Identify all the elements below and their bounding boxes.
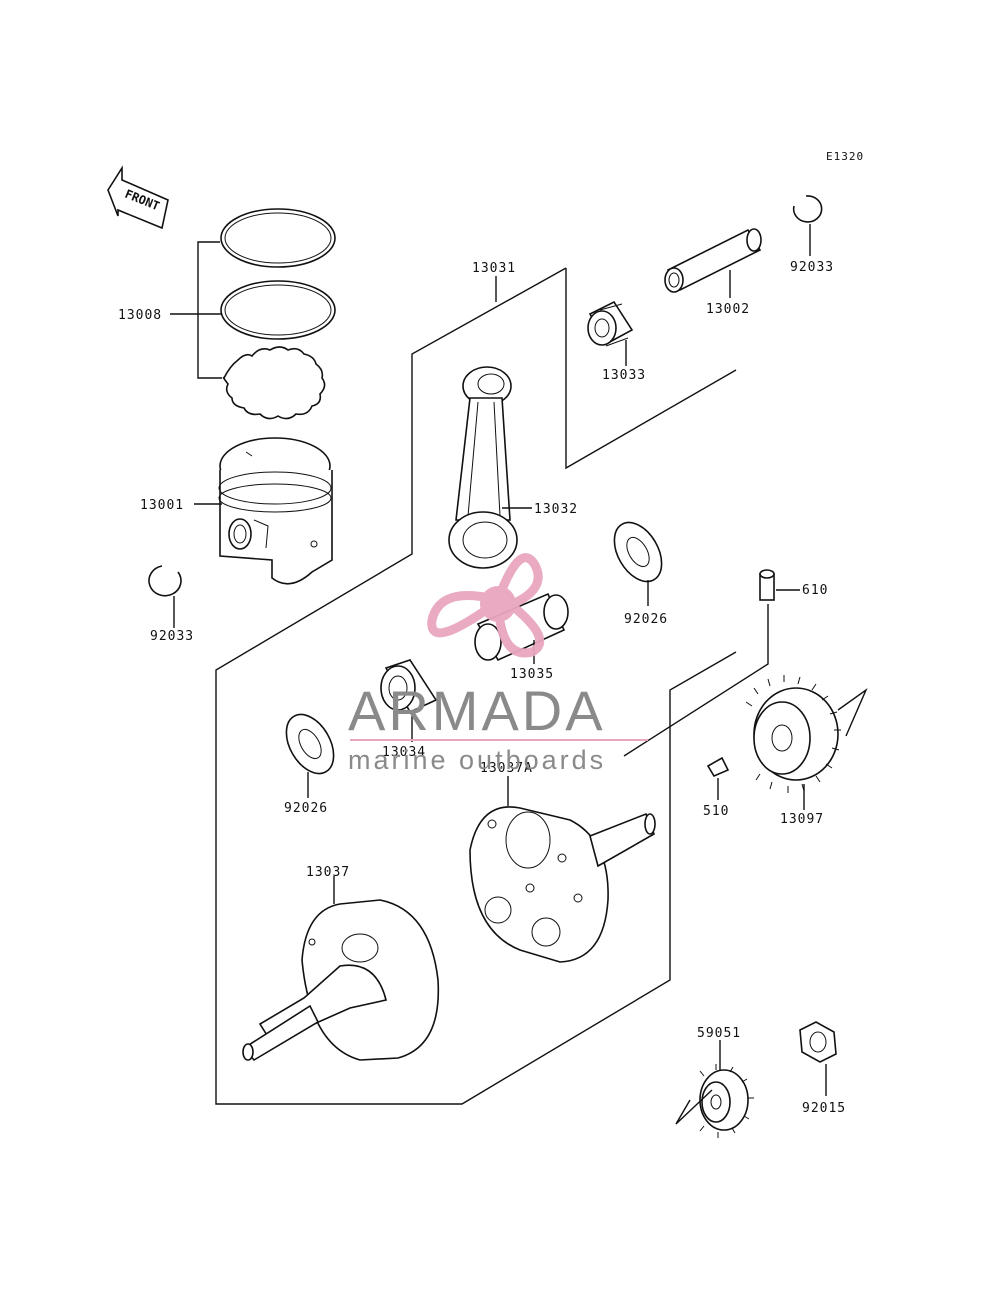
- crank-nut: [799, 1021, 837, 1063]
- label-13031: 13031: [472, 261, 516, 276]
- piston-pin: [664, 228, 762, 293]
- watermark-subtitle: marine outboards: [348, 745, 606, 775]
- label-13032: 13032: [534, 502, 578, 517]
- crank-pin: [474, 592, 569, 662]
- gear-small: [699, 1064, 754, 1138]
- label-13001: 13001: [140, 498, 184, 513]
- needle-bearing-lower: [380, 659, 438, 714]
- crankshaft-left: [242, 899, 440, 1062]
- label-13033: 13033: [602, 368, 646, 383]
- watermark-title: ARMADA: [348, 679, 606, 742]
- circlip-left: [148, 565, 182, 597]
- diagram-code: E1320: [826, 150, 864, 163]
- watermark-logo-icon: [427, 553, 545, 658]
- label-13034: 13034: [382, 745, 426, 760]
- label-13008: 13008: [118, 308, 162, 323]
- needle-bearing-upper: [587, 300, 634, 347]
- thrust-washer-lower: [285, 713, 335, 775]
- knock-pin: [759, 569, 775, 601]
- label-92033-left: 92033: [150, 629, 194, 644]
- front-arrow-icon: FRONT: [107, 165, 169, 230]
- label-92015: 92015: [802, 1101, 846, 1116]
- label-13097: 13097: [780, 812, 824, 827]
- label-610: 610: [802, 583, 828, 598]
- label-59051: 59051: [697, 1026, 741, 1041]
- label-510: 510: [703, 804, 729, 819]
- woodruff-key: [706, 756, 730, 778]
- circlip-right: [792, 195, 823, 223]
- piston: [218, 437, 333, 585]
- piston-rings: [220, 208, 336, 420]
- label-13037: 13037: [306, 865, 350, 880]
- label-92026-lower: 92026: [284, 801, 328, 816]
- assembly-frame: [565, 268, 737, 470]
- thrust-washer-upper: [613, 521, 663, 583]
- label-13037A: 13037A: [480, 761, 533, 776]
- label-92033-right: 92033: [790, 260, 834, 275]
- label-13035: 13035: [510, 667, 554, 682]
- crankshaft-right: [469, 806, 656, 963]
- label-92026-upper: 92026: [624, 612, 668, 627]
- label-13002: 13002: [706, 302, 750, 317]
- connecting-rod: [448, 366, 518, 569]
- gear-large: [745, 675, 841, 793]
